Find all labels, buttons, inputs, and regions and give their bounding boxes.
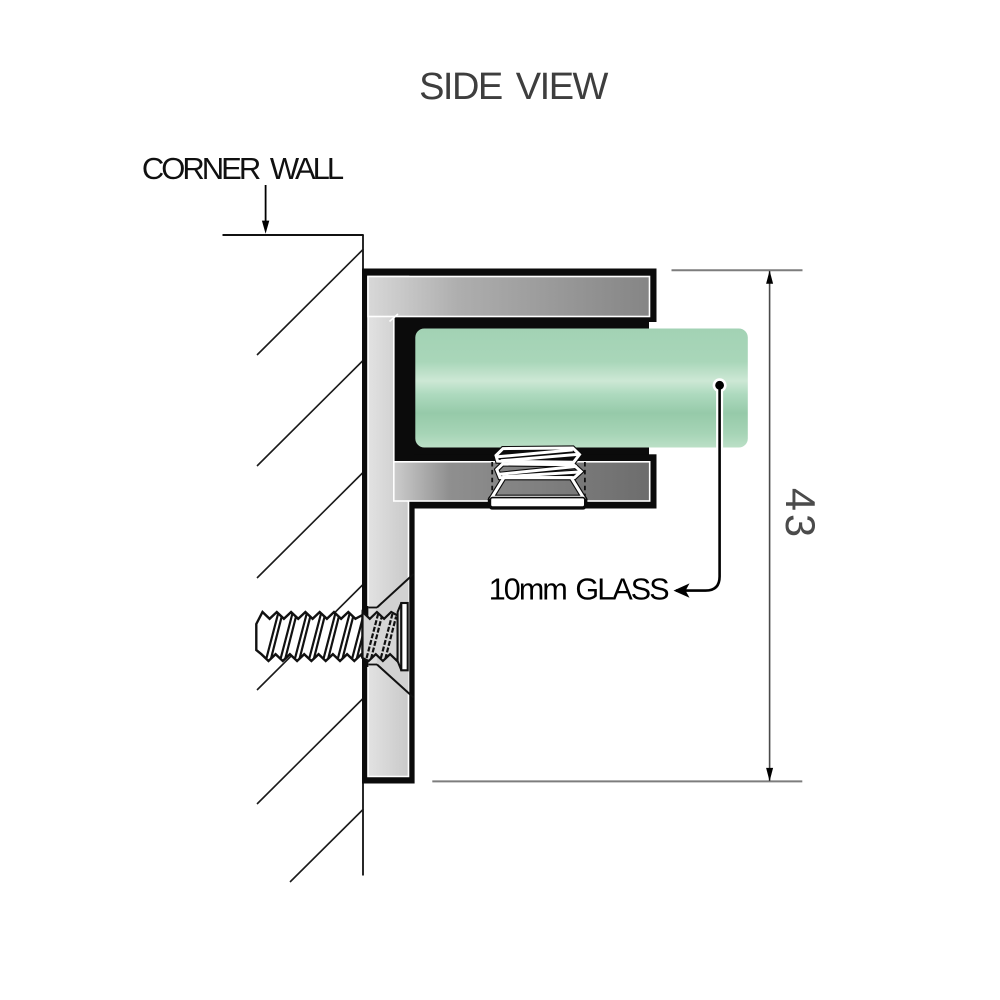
svg-text:43: 43 — [777, 488, 824, 540]
svg-text:10mm GLASS: 10mm GLASS — [489, 572, 668, 606]
svg-text:CORNER WALL: CORNER WALL — [142, 151, 344, 186]
svg-text:SIDE VIEW: SIDE VIEW — [419, 66, 608, 108]
